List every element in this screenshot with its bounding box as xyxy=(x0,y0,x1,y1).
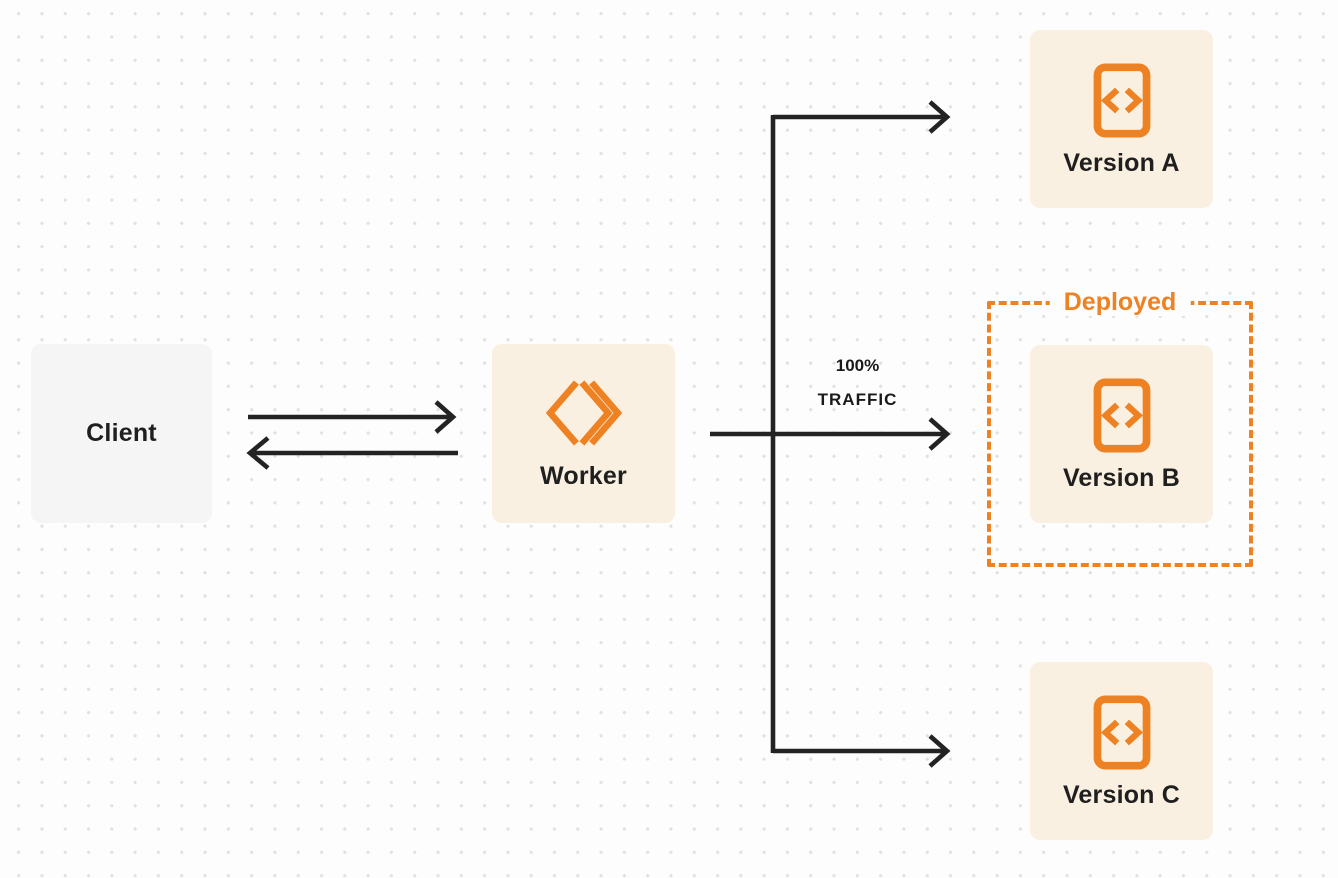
traffic-percent-text: 100% xyxy=(835,356,880,375)
traffic-annotation: 100% TRAFFIC xyxy=(785,349,930,417)
traffic-word-text: TRAFFIC xyxy=(817,390,898,409)
arrow-branch-to-version-c xyxy=(773,734,951,768)
version-c-label: Version C xyxy=(1062,780,1181,809)
arrow-worker-to-client xyxy=(246,436,458,470)
version-a-label: Version A xyxy=(1063,148,1180,177)
client-label: Client xyxy=(86,419,157,447)
arrow-client-to-worker xyxy=(248,400,457,434)
version-a-node: Version A xyxy=(1030,30,1213,208)
worker-label: Worker xyxy=(540,462,627,490)
version-c-node: Version C xyxy=(1030,662,1213,840)
worker-node: Worker xyxy=(492,344,675,523)
arrow-worker-to-version-b xyxy=(710,417,951,451)
deployed-label: Deployed xyxy=(1049,288,1191,316)
workers-logo-icon xyxy=(545,380,622,446)
version-b-label: Version B xyxy=(1062,463,1181,492)
code-file-icon xyxy=(1093,694,1150,770)
arrow-branch-to-version-a xyxy=(773,100,951,134)
deployed-frame: Deployed xyxy=(987,288,1253,567)
client-node: Client xyxy=(31,344,212,523)
code-file-icon xyxy=(1093,62,1150,138)
version-b-node: Version B xyxy=(1030,345,1213,523)
code-file-icon xyxy=(1093,377,1150,453)
